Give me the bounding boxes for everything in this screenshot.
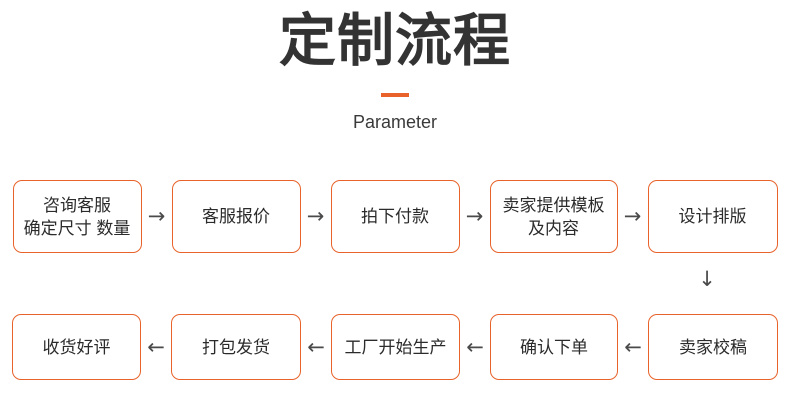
flow-node-label: 客服报价 xyxy=(202,207,270,226)
flow-node-label: 收货好评 xyxy=(42,337,111,357)
arrow-right-icon: → xyxy=(623,204,642,228)
page-title: 定制流程 xyxy=(279,9,511,73)
arrow-left-icon: ← xyxy=(147,334,165,359)
header: 定制流程 Parameter xyxy=(0,0,790,134)
flow-node-label: 工厂开始生产 xyxy=(344,337,447,357)
arrow-left-icon: ← xyxy=(624,334,642,359)
flow-node-production[interactable]: 工厂开始生产 xyxy=(331,314,460,380)
flow-node-design[interactable]: 设计排版 xyxy=(647,180,778,253)
title-divider-wrap xyxy=(0,86,790,104)
flow-node-payment[interactable]: 拍下付款 xyxy=(330,180,460,253)
flow-node-confirm-order[interactable]: 确认下单 xyxy=(490,314,618,380)
flow-node-quote[interactable]: 客服报价 xyxy=(171,180,301,253)
flow-node-label: 咨询客服 确定尺寸 数量 xyxy=(23,195,131,238)
arrow-right-icon: → xyxy=(465,204,484,228)
flow-node-label: 打包发货 xyxy=(202,337,270,357)
title-divider xyxy=(381,93,409,97)
flow-node-consult[interactable]: 咨询客服 确定尺寸 数量 xyxy=(12,180,142,253)
arrow-left-icon: ← xyxy=(466,334,484,359)
arrow-left-icon: ← xyxy=(307,334,325,359)
flow-node-label: 确认下单 xyxy=(520,337,588,357)
flow-node-label: 拍下付款 xyxy=(361,207,429,226)
page-subtitle: Parameter xyxy=(352,112,438,132)
flow-node-receive-review[interactable]: 收货好评 xyxy=(12,314,141,380)
arrow-right-icon: → xyxy=(306,204,325,228)
flow-row-1: 咨询客服 确定尺寸 数量 → 客服报价 → 拍下付款 → 卖家提供模板 及内容 … xyxy=(0,180,790,253)
flow-node-template[interactable]: 卖家提供模板 及内容 xyxy=(489,180,618,253)
arrow-down-icon: ↓ xyxy=(698,267,716,291)
flow-node-seller-proof[interactable]: 卖家校稿 xyxy=(648,314,778,380)
flow-node-label: 设计排版 xyxy=(678,207,747,226)
flow-node-label: 卖家提供模板 及内容 xyxy=(502,195,605,238)
arrow-right-icon: → xyxy=(147,204,166,228)
flow-node-pack-ship[interactable]: 打包发货 xyxy=(171,314,301,380)
flow-row-2: 收货好评 ← 打包发货 ← 工厂开始生产 ← 确认下单 ← 卖家校稿 xyxy=(0,314,790,380)
flow-node-label: 卖家校稿 xyxy=(679,337,747,357)
